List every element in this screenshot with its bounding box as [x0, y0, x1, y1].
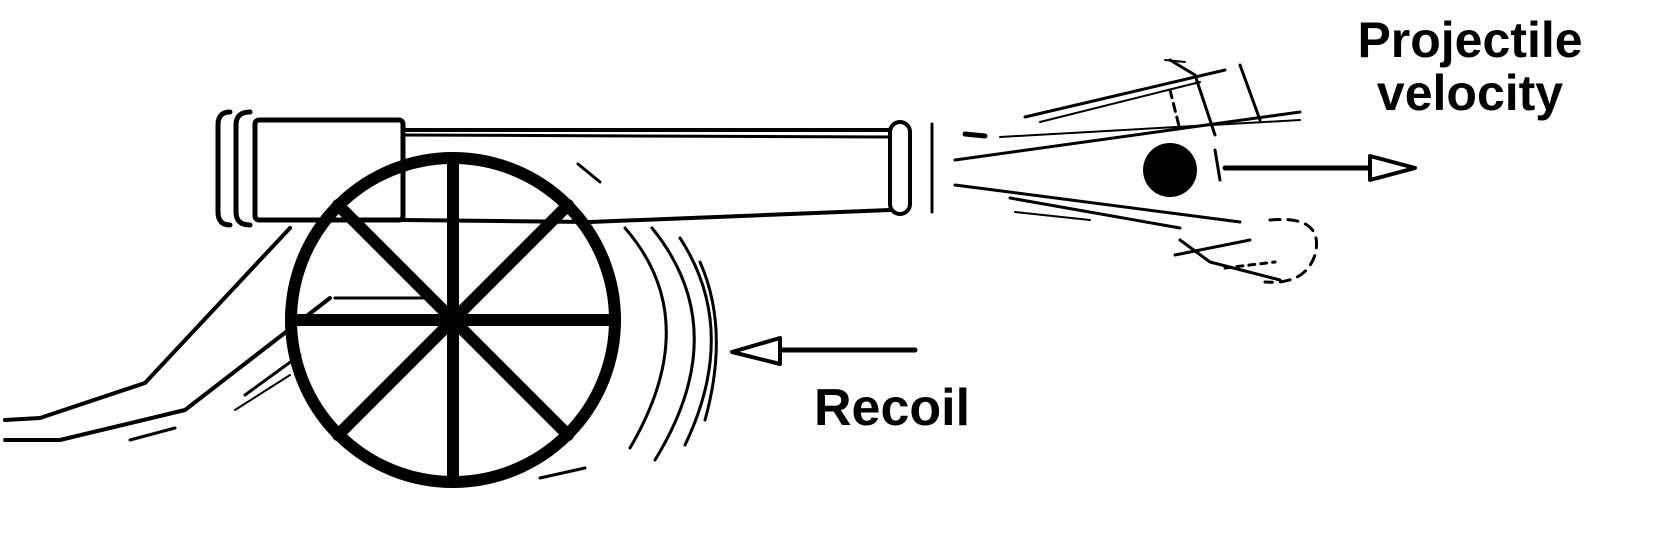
barrel — [401, 120, 934, 224]
projectile-velocity-label: Projectile velocity — [1320, 14, 1620, 120]
projectile-label-line2: velocity — [1376, 65, 1564, 121]
projectile-label-line1: Projectile — [1357, 12, 1583, 68]
muzzle-blast — [953, 58, 1318, 284]
cannonball — [1143, 143, 1197, 197]
carriage-trail — [3, 226, 432, 442]
projectile-arrow — [1222, 154, 1417, 182]
recoil-label: Recoil — [814, 379, 971, 437]
recoil-arrow — [730, 336, 918, 366]
wheel — [285, 152, 621, 488]
breech — [215, 109, 406, 228]
recoil-motion-lines — [538, 226, 718, 480]
